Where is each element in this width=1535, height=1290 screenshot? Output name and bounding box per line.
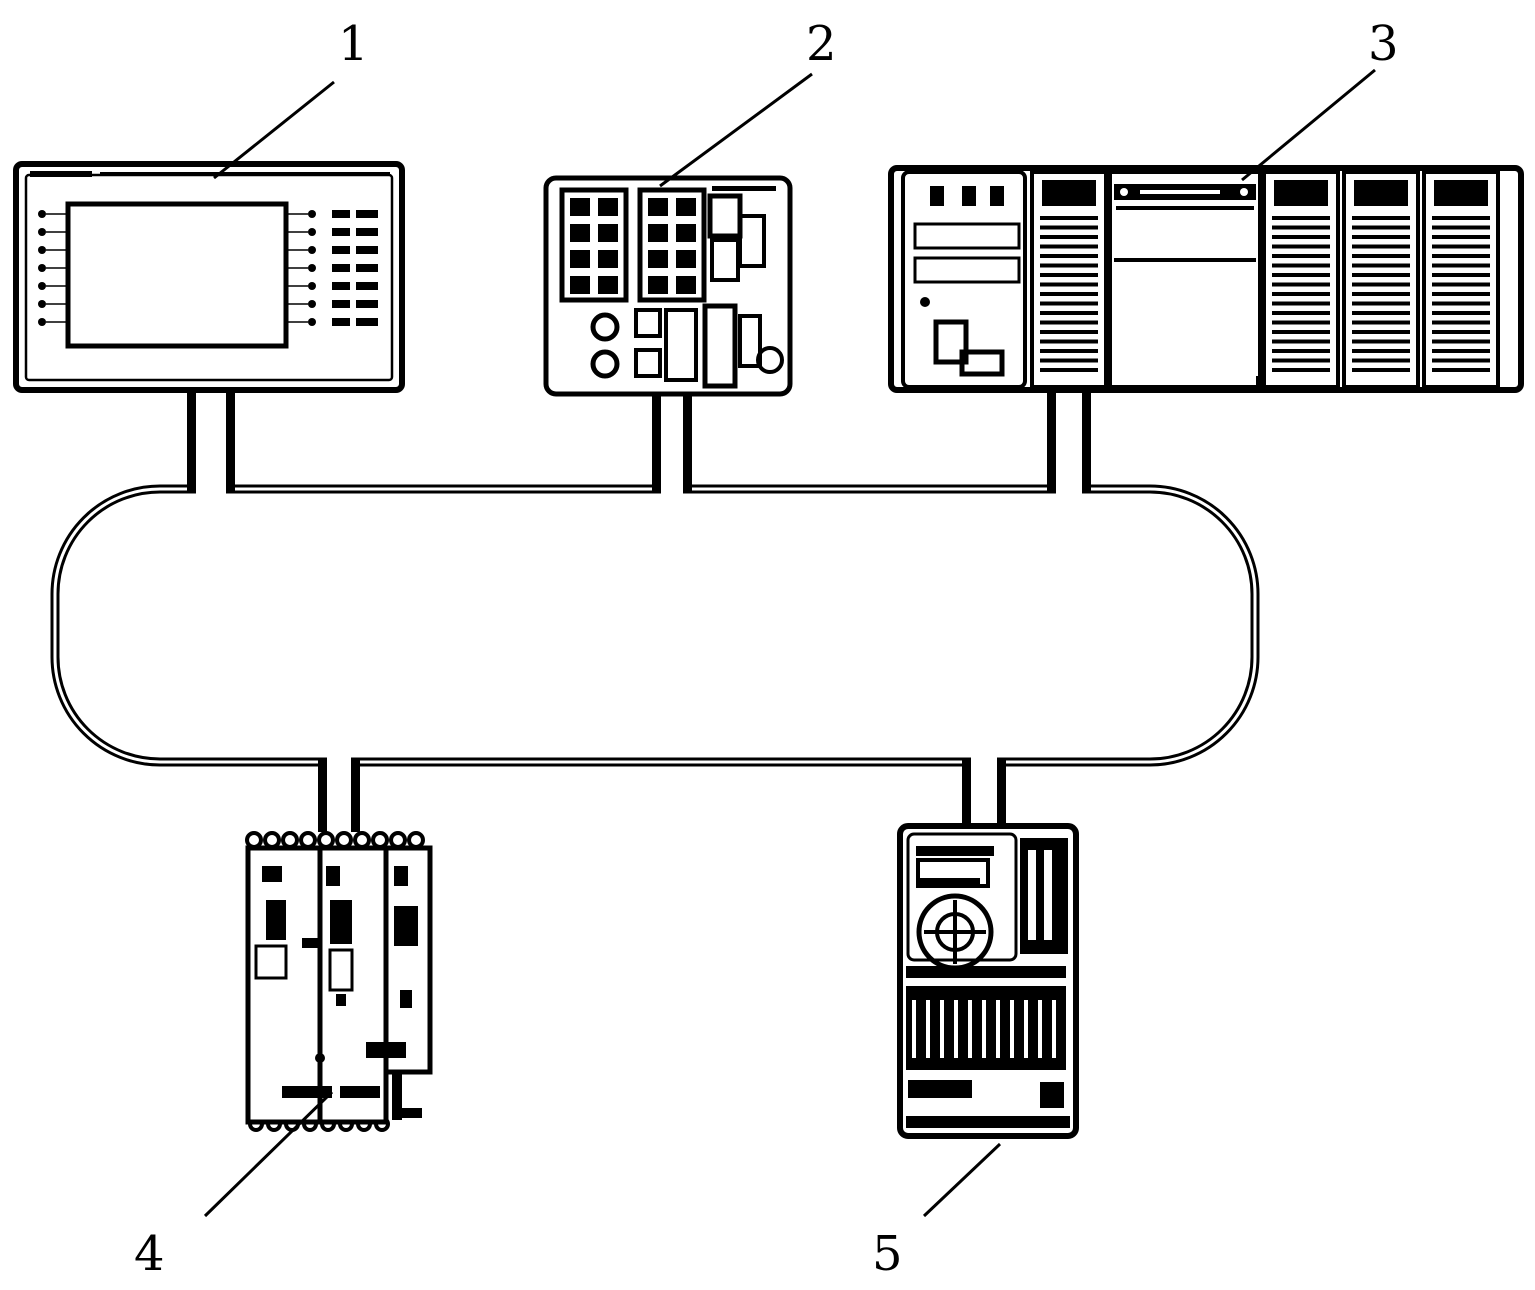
ethernet-port-icon bbox=[676, 250, 696, 268]
hmi-softkey-led bbox=[308, 264, 316, 272]
ring-network bbox=[55, 489, 1255, 762]
ethernet-port-icon bbox=[598, 224, 618, 242]
hmi-softkey-led bbox=[38, 246, 46, 254]
plc-rack-icon bbox=[891, 168, 1521, 390]
connector-1 bbox=[187, 388, 235, 496]
ethernet-port-icon bbox=[648, 250, 668, 268]
ethernet-port-icon bbox=[676, 276, 696, 294]
hmi-softkey-led bbox=[308, 300, 316, 308]
hmi-panel-icon bbox=[16, 164, 402, 390]
variable-frequency-drive-icon bbox=[900, 826, 1076, 1136]
hmi-softkey-led bbox=[308, 246, 316, 254]
vfd-keypad bbox=[919, 896, 991, 968]
hmi-softkey-led bbox=[38, 282, 46, 290]
hmi-softkey-led bbox=[308, 210, 316, 218]
ethernet-port-icon bbox=[570, 250, 590, 268]
ethernet-port-icon bbox=[648, 276, 668, 294]
ethernet-port-icon bbox=[598, 250, 618, 268]
hmi-softkey-led bbox=[308, 318, 316, 326]
connector-5 bbox=[962, 755, 1006, 828]
hmi-softkey-led bbox=[38, 228, 46, 236]
connector-3 bbox=[1047, 392, 1091, 496]
ethernet-port-icon bbox=[570, 198, 590, 216]
hmi-softkey-led bbox=[38, 318, 46, 326]
ethernet-port-icon bbox=[676, 224, 696, 242]
ethernet-port-icon bbox=[676, 198, 696, 216]
hmi-softkey-led bbox=[308, 228, 316, 236]
connector-2 bbox=[652, 392, 692, 496]
callout-label-2: 2 bbox=[806, 16, 837, 72]
hmi-softkey-led bbox=[38, 264, 46, 272]
callout-label-1: 1 bbox=[338, 16, 369, 72]
callout-label-5: 5 bbox=[872, 1226, 903, 1282]
ethernet-port-icon bbox=[648, 224, 668, 242]
ethernet-port-icon bbox=[598, 276, 618, 294]
callout-label-4: 4 bbox=[134, 1226, 165, 1282]
connector-4 bbox=[318, 755, 360, 832]
ethernet-port-icon bbox=[570, 276, 590, 294]
callout-label-3: 3 bbox=[1368, 16, 1399, 72]
ethernet-port-icon bbox=[570, 224, 590, 242]
servo-drive-module-icon bbox=[247, 833, 430, 1130]
hmi-softkey-led bbox=[38, 300, 46, 308]
hmi-softkey-led bbox=[38, 210, 46, 218]
hmi-softkey-led bbox=[308, 282, 316, 290]
ethernet-port-icon bbox=[648, 198, 668, 216]
network-switch-icon bbox=[546, 178, 790, 394]
servo-top-terminals bbox=[247, 833, 423, 847]
ethernet-port-icon bbox=[598, 198, 618, 216]
